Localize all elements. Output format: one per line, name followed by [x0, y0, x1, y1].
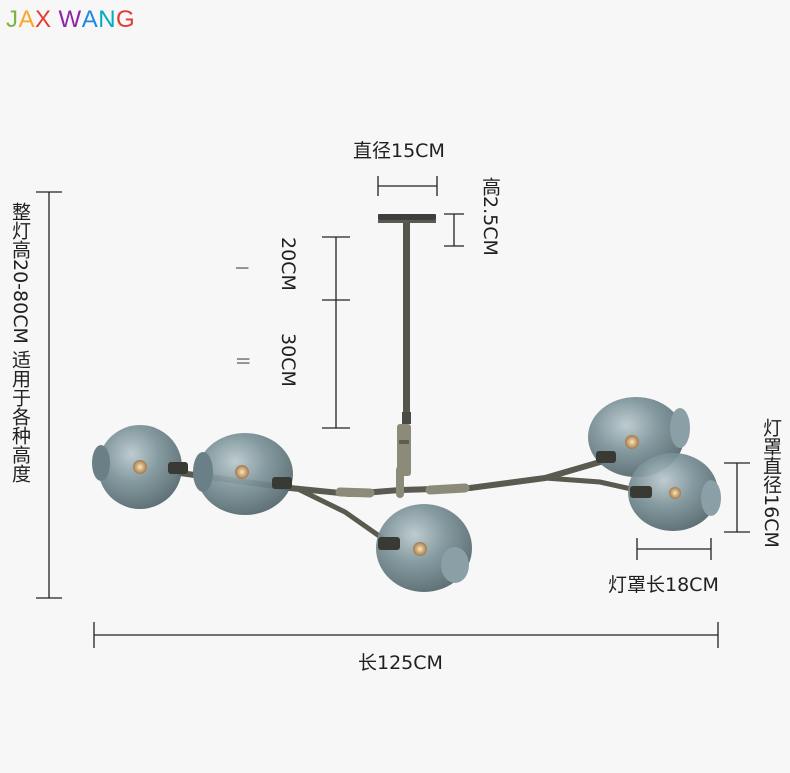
branch-arms	[177, 459, 643, 543]
canopy-height-label: 高2.5CM	[479, 177, 501, 256]
glass-globes	[92, 397, 721, 592]
shade-length-label: 灯罩长18CM	[608, 574, 719, 596]
logo-letter: A	[18, 6, 36, 33]
canopy-and-rod	[378, 214, 436, 476]
dimension-lines	[36, 176, 750, 648]
logo-letter: A	[81, 6, 99, 33]
logo-letter: W	[58, 6, 82, 33]
logo-letter: G	[116, 6, 136, 33]
total-length-label: 长125CM	[358, 652, 443, 674]
rod-b-label: 30CM	[277, 333, 299, 387]
shade-diameter-label: 灯罩直径16CM	[760, 418, 782, 548]
brand-logo: JAX WANG	[6, 8, 135, 32]
rod-b-marker: ||	[237, 356, 252, 366]
canopy-diameter-label: 直径15CM	[353, 140, 445, 162]
logo-letter: X	[35, 6, 52, 33]
logo-letter: N	[98, 6, 117, 33]
overall-height-label: 整灯高20-80CM 适用于各种高度	[9, 202, 31, 483]
rod-a-label: 20CM	[277, 237, 299, 291]
logo-letter: J	[6, 6, 19, 33]
rod-a-marker: |	[236, 265, 251, 271]
